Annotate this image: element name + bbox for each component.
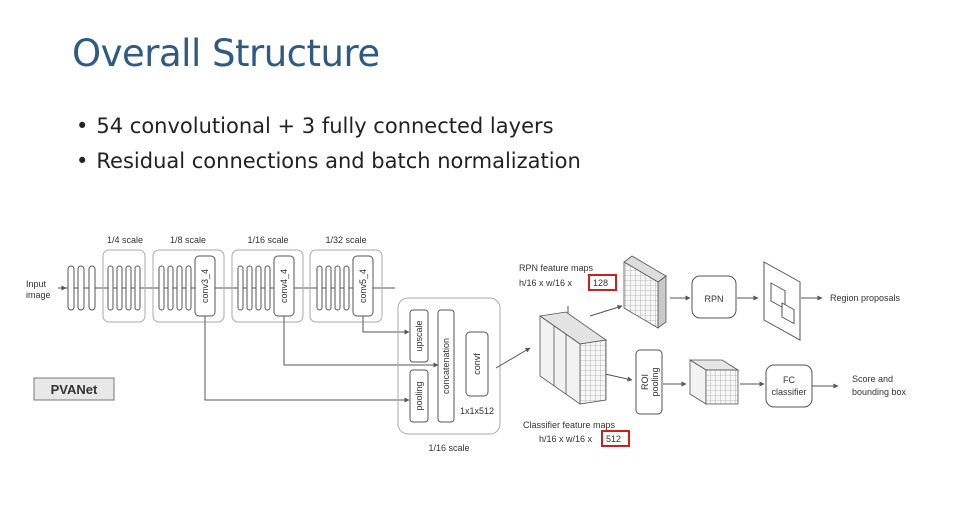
rpn-maps-dims: h/16 x w/16 x <box>519 278 573 288</box>
classifier-channels-highlight <box>601 430 630 447</box>
score-label-line1: Score and <box>852 374 893 384</box>
fc-classifier-block <box>765 364 813 408</box>
convf-block <box>465 331 489 397</box>
conv1-layers <box>67 265 96 311</box>
fc-label-line2: classifier <box>771 387 806 397</box>
stage-sixteenth-scale <box>231 249 304 323</box>
rpn-channels-highlight <box>588 274 617 291</box>
conv4-label: conv4_4 <box>279 269 289 303</box>
concatenation-block <box>437 309 455 423</box>
stage-eighth-scale <box>152 249 225 323</box>
region-proposals-label: Region proposals <box>830 293 901 303</box>
classifier-maps-title: Classifier feature maps <box>523 420 616 430</box>
classifier-feature-map-cube <box>538 311 608 405</box>
pooling-label: pooling <box>414 381 424 410</box>
roi-pooled-maps <box>688 359 740 405</box>
scale-label: 1/8 scale <box>170 235 206 245</box>
region-proposals-image <box>763 261 801 341</box>
conv5-skip-connection <box>362 316 410 335</box>
slide-title: Overall Structure <box>72 32 380 75</box>
upscale-block <box>409 309 429 363</box>
conv5-label: conv5_4 <box>358 269 368 303</box>
pooling-block <box>409 369 429 423</box>
rpn-label: RPN <box>704 294 723 304</box>
upscale-label: upscale <box>414 320 424 351</box>
rpn-block <box>691 275 737 319</box>
scale-label: 1/16 scale <box>247 235 288 245</box>
fc-label-line1: FC <box>783 375 795 385</box>
convf-label: convf <box>472 353 482 375</box>
roi-pooling-block <box>635 349 663 415</box>
bullet-item: Residual connections and batch normaliza… <box>76 149 580 173</box>
scale-label: 1/4 scale <box>107 235 143 245</box>
stage-quarter-scale <box>102 249 146 323</box>
rpn-maps-channels: 128 <box>593 278 608 288</box>
rpn-maps-title: RPN feature maps <box>519 263 594 273</box>
scale-label: 1/16 scale <box>428 443 469 453</box>
score-label-line2: bounding box <box>852 387 907 397</box>
stage-thirtysecond-scale <box>309 249 383 323</box>
roi-label-line1: ROI <box>640 374 650 390</box>
input-label-line1: Input <box>26 279 47 289</box>
input-label-line2: image <box>26 290 51 300</box>
scale-label: 1/32 scale <box>325 235 366 245</box>
conv4-skip-connection <box>283 316 439 368</box>
pvanet-label-box <box>33 377 115 401</box>
pvanet-label: PVANet <box>51 382 98 397</box>
roi-label-line2: pooling <box>650 367 660 396</box>
conv3-label: conv3_4 <box>200 269 210 303</box>
conv3-skip-connection <box>204 316 410 403</box>
convf-dims-label: 1x1x512 <box>460 406 494 416</box>
concatenation-label: concatenation <box>441 338 451 394</box>
rpn-feature-map-cube <box>623 255 667 329</box>
bullet-item: 54 convolutional + 3 fully connected lay… <box>76 114 581 138</box>
classifier-maps-dims: h/16 x w/16 x <box>539 434 593 444</box>
classifier-maps-channels: 512 <box>606 434 621 444</box>
bullet-list: 54 convolutional + 3 fully connected lay… <box>76 114 581 184</box>
